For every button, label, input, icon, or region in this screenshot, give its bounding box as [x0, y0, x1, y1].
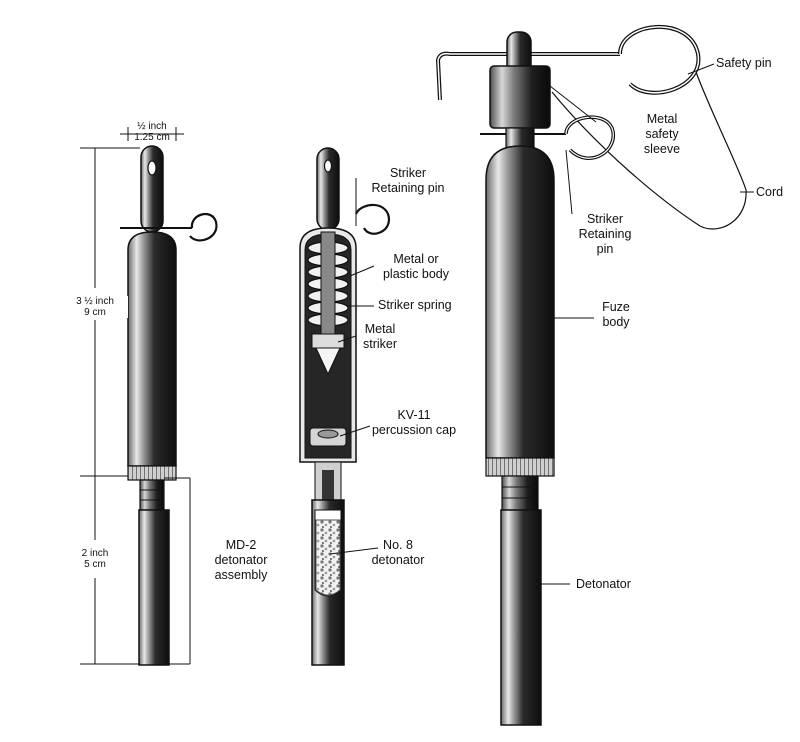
no8-line2: detonator [371, 553, 425, 567]
sleeve-line2: safety [645, 127, 679, 141]
md2-assembly-label: MD-2 detonator assembly [202, 538, 280, 583]
left-fuze-drawing [80, 127, 218, 666]
right-detonator-label: Detonator [576, 577, 631, 591]
striker-line1: Metal [364, 322, 396, 336]
striker-line2: striker [362, 337, 398, 351]
body-material-line2: plastic body [382, 267, 449, 281]
right-retaining-line2: Retaining [578, 227, 632, 241]
cap-line2: percussion cap [371, 423, 457, 437]
body-length-line2: 9 cm [84, 307, 106, 318]
md2-line1: MD-2 [225, 538, 257, 552]
cord-label: Cord [756, 185, 784, 199]
fuze-body-label: Fuze body [594, 300, 638, 330]
detonator-length-line1: 2 inch [81, 548, 109, 559]
width-line2: 1.25 cm [134, 132, 170, 143]
leader-lines [329, 63, 754, 585]
right-retaining-line1: Striker [586, 212, 624, 226]
safety-sleeve-label: Metal safety sleeve [636, 112, 688, 157]
middle-retaining-line2: Retaining pin [371, 181, 445, 195]
md2-line3: assembly [214, 568, 268, 582]
striker-spring-label: Striker spring [378, 298, 452, 312]
detonator-length-label: 2 inch 5 cm [62, 548, 128, 570]
width-dimension-label: ½ inch 1.25 cm [122, 121, 182, 143]
middle-retaining-pin-label: Striker Retaining pin [360, 166, 456, 196]
body-material-label: Metal or plastic body [366, 252, 466, 282]
middle-retaining-line1: Striker [389, 166, 427, 180]
sleeve-line3: sleeve [643, 142, 681, 156]
right-retaining-line3: pin [596, 242, 614, 256]
middle-fuze-cutaway [299, 147, 391, 666]
width-line1: ½ inch [137, 121, 167, 132]
safety-pin-label: Safety pin [716, 56, 772, 70]
fuze-line2: body [602, 315, 630, 329]
no8-detonator-label: No. 8 detonator [362, 538, 434, 568]
detonator-length-line2: 5 cm [84, 559, 106, 570]
cap-line1: KV-11 [397, 408, 431, 422]
percussion-cap-label: KV-11 percussion cap [362, 408, 466, 438]
sleeve-line1: Metal [646, 112, 678, 126]
fuze-line1: Fuze [602, 300, 630, 314]
body-material-line1: Metal or [393, 252, 439, 266]
right-retaining-pin-label: Striker Retaining pin [572, 212, 638, 257]
right-fuze-drawing [435, 25, 747, 726]
body-length-line1: 3 ½ inch [76, 296, 114, 307]
body-length-label: 3 ½ inch 9 cm [62, 296, 128, 318]
md2-line2: detonator [214, 553, 268, 567]
no8-line1: No. 8 [383, 538, 413, 552]
metal-striker-label: Metal striker [358, 322, 402, 352]
